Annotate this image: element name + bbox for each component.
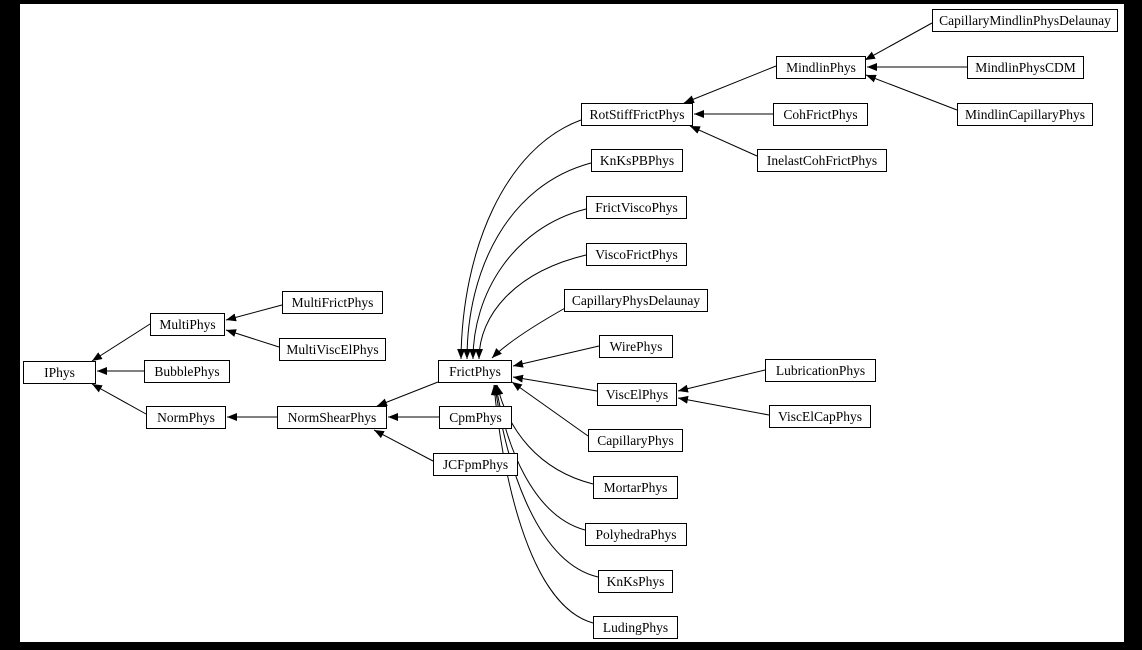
node-FrictPhys[interactable]: FrictPhys [438, 360, 512, 383]
node-MultiViscElPhys[interactable]: MultiViscElPhys [279, 338, 386, 361]
node-IPhys[interactable]: IPhys [23, 361, 96, 384]
node-NormShearPhys[interactable]: NormShearPhys [277, 406, 387, 429]
node-MindlinCapillaryPhys[interactable]: MindlinCapillaryPhys [957, 103, 1093, 126]
node-LubricationPhys[interactable]: LubricationPhys [765, 359, 876, 382]
node-WirePhys[interactable]: WirePhys [599, 335, 673, 358]
node-KnKsPBPhys[interactable]: KnKsPBPhys [591, 149, 683, 172]
node-MultiFrictPhys[interactable]: MultiFrictPhys [282, 291, 383, 314]
node-BubblePhys[interactable]: BubblePhys [144, 360, 230, 383]
node-RotStiffFrictPhys[interactable]: RotStiffFrictPhys [581, 103, 693, 126]
node-CapillaryMindlinPhysDelaunay[interactable]: CapillaryMindlinPhysDelaunay [932, 9, 1118, 32]
node-MortarPhys[interactable]: MortarPhys [593, 476, 678, 499]
node-KnKsPhys[interactable]: KnKsPhys [598, 570, 673, 593]
node-FrictViscoPhys[interactable]: FrictViscoPhys [586, 196, 687, 219]
node-CapillaryPhysDelaunay[interactable]: CapillaryPhysDelaunay [564, 289, 708, 312]
node-ViscoFrictPhys[interactable]: ViscoFrictPhys [586, 243, 687, 266]
node-CpmPhys[interactable]: CpmPhys [439, 406, 512, 429]
node-ViscElPhys[interactable]: ViscElPhys [597, 383, 677, 406]
node-PolyhedraPhys[interactable]: PolyhedraPhys [585, 523, 687, 546]
node-MindlinPhysCDM[interactable]: MindlinPhysCDM [967, 56, 1084, 79]
node-ViscElCapPhys[interactable]: ViscElCapPhys [769, 405, 871, 428]
node-InelastCohFrictPhys[interactable]: InelastCohFrictPhys [757, 149, 887, 172]
node-MultiPhys[interactable]: MultiPhys [150, 313, 225, 336]
node-NormPhys[interactable]: NormPhys [146, 406, 226, 429]
node-JCFpmPhys[interactable]: JCFpmPhys [433, 453, 518, 476]
node-CapillaryPhys[interactable]: CapillaryPhys [588, 429, 683, 452]
node-LudingPhys[interactable]: LudingPhys [593, 616, 678, 639]
node-CohFrictPhys[interactable]: CohFrictPhys [773, 103, 868, 126]
node-MindlinPhys[interactable]: MindlinPhys [776, 56, 866, 79]
